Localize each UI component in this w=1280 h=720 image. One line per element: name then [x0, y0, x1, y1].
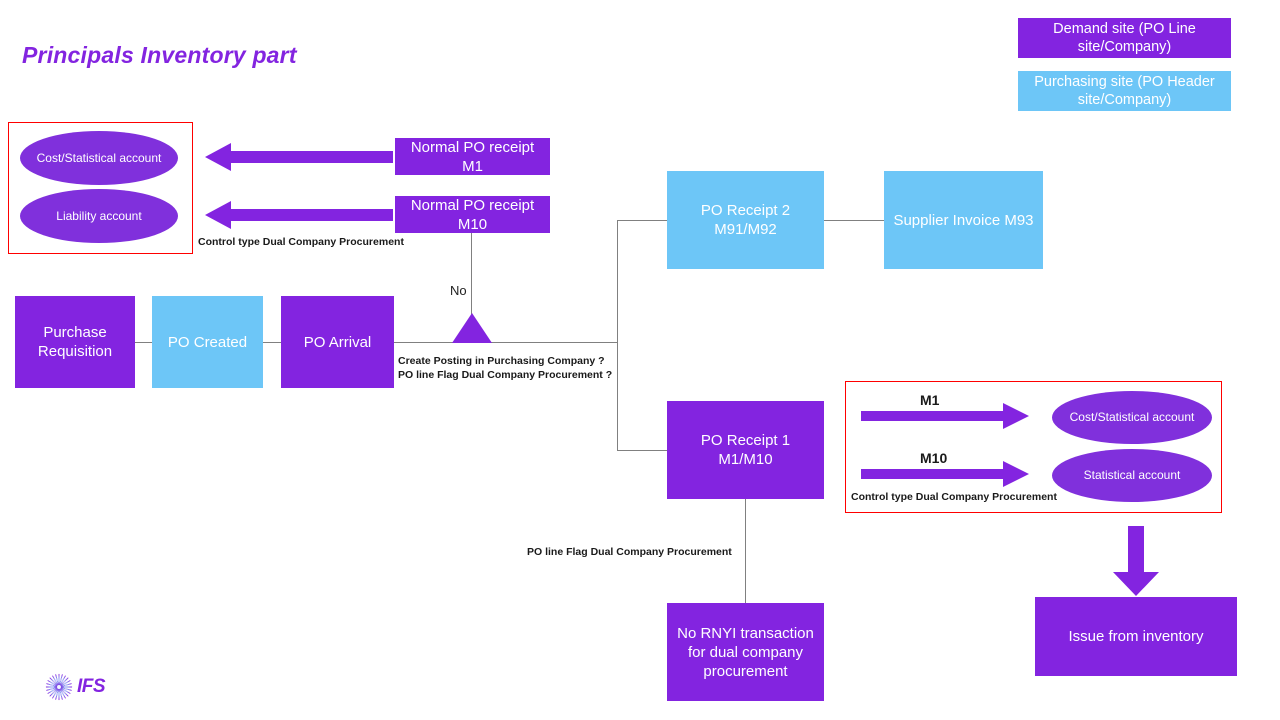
annotation-decision-criteria: Create Posting in Purchasing Company ? P…: [398, 354, 612, 382]
ifs-logo: IFS: [45, 672, 151, 702]
node-supplier-invoice[interactable]: Supplier Invoice M93: [884, 171, 1043, 269]
node-po-arrival[interactable]: PO Arrival: [281, 296, 394, 388]
ellipse-liability-account-left: Liability account: [20, 189, 178, 243]
connector-receipt1-to-norbyi: [745, 499, 746, 603]
connector-trunk-to-receipt2: [617, 220, 668, 221]
connector-req-to-created: [135, 342, 152, 343]
node-po-created[interactable]: PO Created: [152, 296, 263, 388]
ellipse-statistical-account-right: Statistical account: [1052, 449, 1212, 502]
annotation-control-type-left: Control type Dual Company Procurement: [198, 236, 404, 248]
arrow-label-m1: M1: [920, 392, 940, 408]
sunburst-icon: [45, 673, 73, 701]
red-highlight-box-left: [8, 122, 193, 254]
node-no-rnyi-transaction[interactable]: No RNYI transaction for dual company pro…: [667, 603, 824, 701]
ifs-logo-text: IFS: [77, 676, 106, 697]
label-decision-no: No: [450, 283, 467, 298]
annotation-control-type-right: Control type Dual Company Procurement: [851, 491, 1057, 503]
connector-decision-no-branch: [471, 233, 472, 342]
ellipse-cost-statistical-account-right: Cost/Statistical account: [1052, 391, 1212, 444]
arrow-label-m10: M10: [920, 450, 948, 466]
legend-purchasing-site: Purchasing site (PO Header site/Company): [1018, 71, 1231, 111]
page-title: Principals Inventory part: [22, 42, 297, 68]
node-po-receipt-2[interactable]: PO Receipt 2 M91/M92: [667, 171, 824, 269]
block-arrow-down-issue: [1113, 526, 1159, 596]
node-issue-from-inventory[interactable]: Issue from inventory: [1035, 597, 1237, 676]
node-purchase-requisition[interactable]: Purchase Requisition: [15, 296, 135, 388]
connector-arrival-to-decision: [394, 342, 618, 343]
connector-trunk-to-receipt1: [617, 450, 668, 451]
decision-triangle-icon: [452, 313, 492, 343]
annotation-decision-line-1: Create Posting in Purchasing Company ?: [398, 355, 605, 367]
connector-right-trunk: [617, 220, 618, 451]
annotation-decision-line-2: PO line Flag Dual Company Procurement ?: [398, 369, 613, 381]
legend-demand-site: Demand site (PO Line site/Company): [1018, 18, 1231, 58]
annotation-po-line-flag: PO line Flag Dual Company Procurement: [527, 546, 732, 558]
red-highlight-box-right: [845, 381, 1222, 513]
block-arrow-left-m1: [205, 143, 393, 171]
block-arrow-right-m10: [861, 461, 1029, 487]
node-normal-po-receipt-m1[interactable]: Normal PO receipt M1: [395, 138, 550, 175]
node-po-receipt-1[interactable]: PO Receipt 1 M1/M10: [667, 401, 824, 499]
connector-created-to-arrival: [263, 342, 281, 343]
node-normal-po-receipt-m10[interactable]: Normal PO receipt M10: [395, 196, 550, 233]
block-arrow-left-m10: [205, 201, 393, 229]
ellipse-cost-statistical-account-left: Cost/Statistical account: [20, 131, 178, 185]
connector-receipt2-to-invoice: [824, 220, 885, 221]
block-arrow-right-m1: [861, 403, 1029, 429]
